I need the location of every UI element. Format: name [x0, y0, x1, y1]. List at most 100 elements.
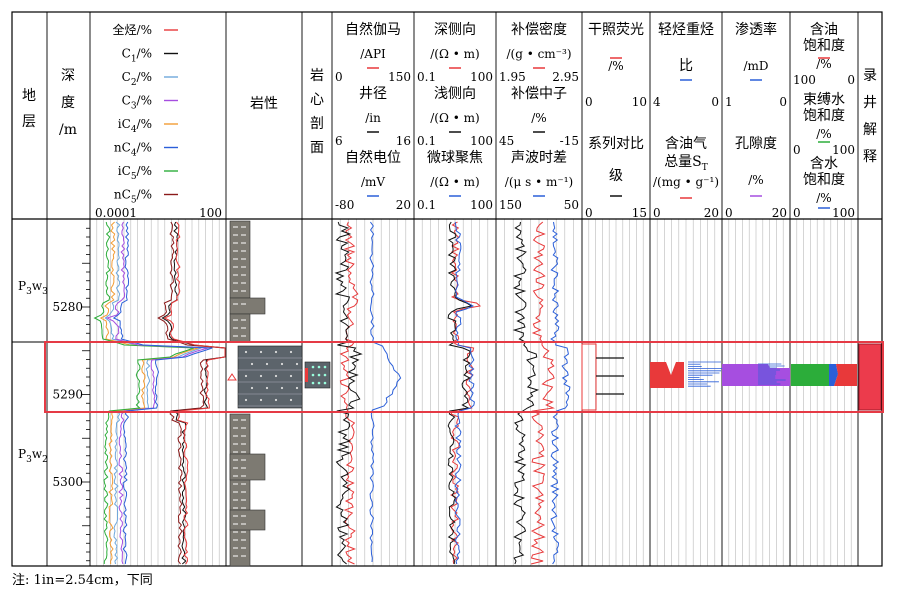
depth-label: 5280 [52, 300, 83, 314]
density-curve [530, 221, 556, 565]
track2-curve-1-unit: /(Ω • m) [430, 111, 479, 125]
track3-curve-0-min: 1.95 [499, 70, 526, 84]
gas-scale-min: 0.0001 [95, 206, 137, 220]
track1-curve-2-name: 自然电位 [345, 149, 401, 166]
track1-curve-1-max: 16 [396, 134, 411, 148]
gas-legend-label: iC5/% [118, 164, 152, 182]
porosity-fill [722, 364, 790, 386]
oilgas-max: 20 [704, 206, 719, 220]
track1-curve-1-unit: /in [365, 111, 381, 125]
track3-curve-2-unit: /(μ s • m⁻¹) [505, 175, 573, 189]
water-sat-max: 100 [832, 206, 855, 220]
oil-sat-name2: 饱和度 [803, 38, 845, 54]
core-grain [311, 381, 315, 385]
core-oil-mark [305, 368, 308, 382]
track2-curve-0-max: 100 [470, 70, 493, 84]
lithology-reservoir [237, 345, 303, 409]
sp-curve [369, 221, 402, 563]
core-grain [311, 365, 315, 369]
reservoir-highlight-box [44, 341, 884, 413]
oilgas-min: 0 [653, 206, 661, 220]
depth-label: 5300 [52, 475, 83, 489]
record-header-char: 录 [863, 68, 877, 84]
oilgas-fill [650, 362, 684, 388]
bound-water-fill [791, 364, 829, 386]
water-sat-unit: /% [816, 191, 831, 205]
hc-ratio-min: 4 [653, 95, 661, 109]
oilgas-unit: /(mg • g⁻¹) [653, 175, 719, 189]
lith-grain [259, 374, 263, 378]
track2-curve-0-min: 0.1 [417, 70, 436, 84]
lithology-header: 岩性 [250, 96, 278, 112]
lith-grain [274, 398, 278, 402]
gas-curve-6 [161, 221, 226, 565]
gas-legend-label: nC5/% [114, 188, 152, 206]
track2-curve-0-name: 深侧向 [434, 22, 476, 38]
shallow-laterolog-curve [447, 221, 473, 565]
bound-water-unit: /% [816, 127, 831, 141]
bound-water-max: 100 [832, 143, 855, 157]
track3-curve-1-unit: /% [531, 111, 546, 125]
track2-curve-2-unit: /(Ω • m) [430, 175, 479, 189]
fluor-box [581, 343, 597, 411]
stratum-label: P3w3 [18, 279, 48, 297]
fluor-name: 干照荧光 [588, 21, 644, 38]
track2-curve-2-name: 微球聚焦 [427, 150, 483, 166]
footnote: 注: 1in=2.54cm，下同 [12, 573, 153, 588]
track3-curve-1-name: 补偿中子 [511, 86, 567, 102]
depth-label: 5290 [52, 388, 83, 402]
gas-legend-label: C2/% [122, 70, 152, 88]
oilgas-name: 含油气 [665, 136, 707, 152]
lith-grain [289, 350, 293, 354]
track1-curve-2-unit: /mV [361, 175, 385, 189]
oil-sat-name: 含油 [810, 22, 838, 38]
stratum-header-char: 地 [22, 88, 36, 104]
lith-grain [289, 374, 293, 378]
gas-curve-5 [157, 221, 226, 565]
core-header-char: 面 [310, 140, 324, 156]
lith-grain [280, 386, 284, 390]
core-grain [311, 373, 315, 377]
record-header-char: 解 [863, 122, 877, 138]
core-header-char: 心 [310, 92, 324, 108]
lith-grain [244, 350, 248, 354]
track2-curve-2-max: 100 [470, 198, 493, 212]
grade-max: 15 [632, 206, 647, 220]
gas-curve-4 [112, 221, 213, 565]
track3-curve-0-unit: /(g • cm⁻³) [506, 47, 571, 61]
oil-sat-unit: /% [816, 57, 831, 71]
lith-grain [295, 386, 299, 390]
track3-curve-1-max: -15 [560, 134, 579, 148]
bound-water-min: 0 [793, 143, 801, 157]
hc-ratio-name: 轻烃重烃 [658, 22, 714, 38]
lith-grain [265, 386, 269, 390]
track1-curve-0-min: 0 [335, 70, 343, 84]
track2-curve-0-unit: /(Ω • m) [430, 47, 479, 61]
record-interpretation-fill [858, 343, 882, 411]
gas-legend-label: 全烃/% [113, 22, 152, 37]
stratum-label: P3w2 [18, 447, 48, 465]
track1-curve-1-min: 6 [335, 134, 343, 148]
porosity-max: 20 [772, 206, 787, 220]
microsphere-curve [454, 221, 475, 565]
lith-grain [259, 398, 263, 402]
gas-legend-label: C3/% [122, 94, 152, 112]
lithology-sand [229, 509, 266, 531]
perm-max: 0 [779, 95, 787, 109]
track1-curve-0-max: 150 [388, 70, 411, 84]
depth-header: 度 [61, 95, 75, 111]
lith-grain [295, 362, 299, 366]
lith-grain [244, 374, 248, 378]
core-grain [323, 365, 327, 369]
perm-unit: /mD [743, 59, 768, 73]
gas-legend-label: C1/% [122, 47, 152, 65]
lith-grain [250, 362, 254, 366]
gas-curve-3 [105, 221, 209, 565]
water-sat-min: 0 [793, 206, 801, 220]
oilgas-name2: 总量ST [664, 154, 708, 173]
track3-curve-2-min: 150 [499, 198, 522, 212]
track3-curve-2-max: 50 [564, 198, 579, 212]
track3-curve-0-name: 补偿密度 [511, 21, 567, 38]
lith-grain [250, 386, 254, 390]
